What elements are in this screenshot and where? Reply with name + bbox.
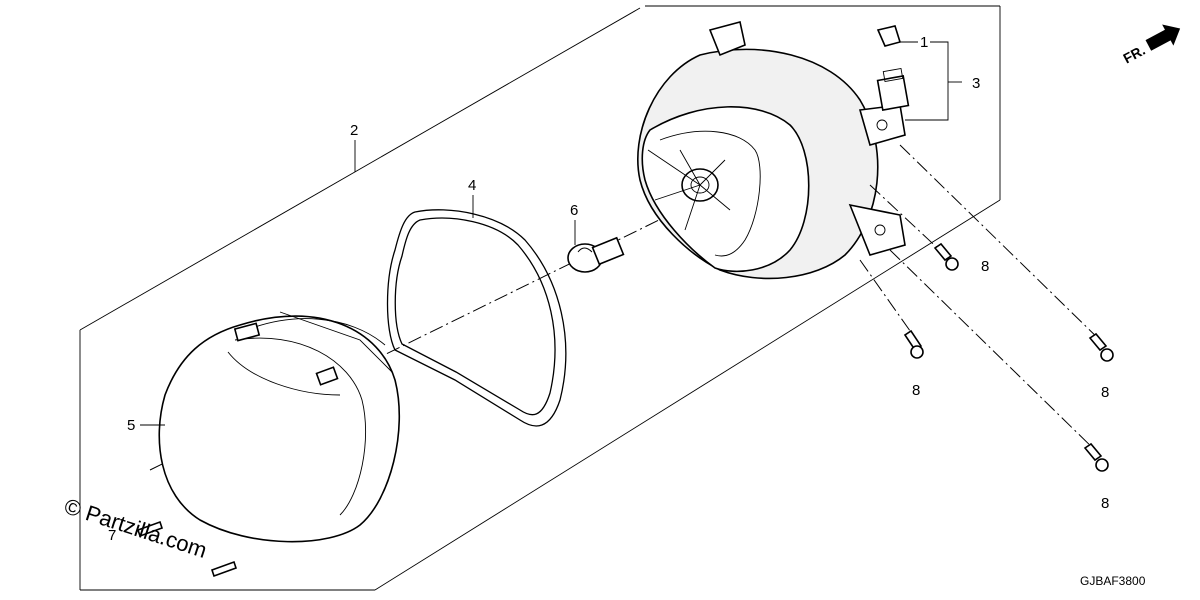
assembly-frame [79,5,1001,591]
callout-5: 5 [127,417,135,434]
screw-8a [859,259,924,359]
headlight-lens [158,311,401,543]
screw-7a [136,520,164,538]
callout-6: 6 [570,202,578,219]
screw-8b [869,184,959,271]
callout-4: 4 [468,177,476,194]
callout-1: 1 [920,34,928,51]
callout-8a: 8 [981,258,989,275]
callout-8d: 8 [1101,495,1109,512]
clip-part-1 [876,25,902,47]
callout-7: 7 [108,527,116,544]
headlight-housing [637,21,906,280]
front-direction-arrow-icon [1145,24,1181,51]
diagram-code: GJBAF3800 [1080,574,1146,588]
screw-8d [889,249,1109,472]
front-label: FR. [1120,42,1147,67]
screw-7b [210,560,238,578]
screw-8c [899,144,1114,362]
callout-8c: 8 [1101,384,1109,401]
callout-8b: 8 [912,382,920,399]
callout-2: 2 [350,122,358,139]
callout-3: 3 [972,75,980,92]
leader-lines [140,41,962,426]
socket-part-3 [876,67,910,111]
headlight-bulb [567,236,625,273]
gasket-ring [386,209,567,427]
front-direction-indicator: FR. [1120,24,1181,67]
